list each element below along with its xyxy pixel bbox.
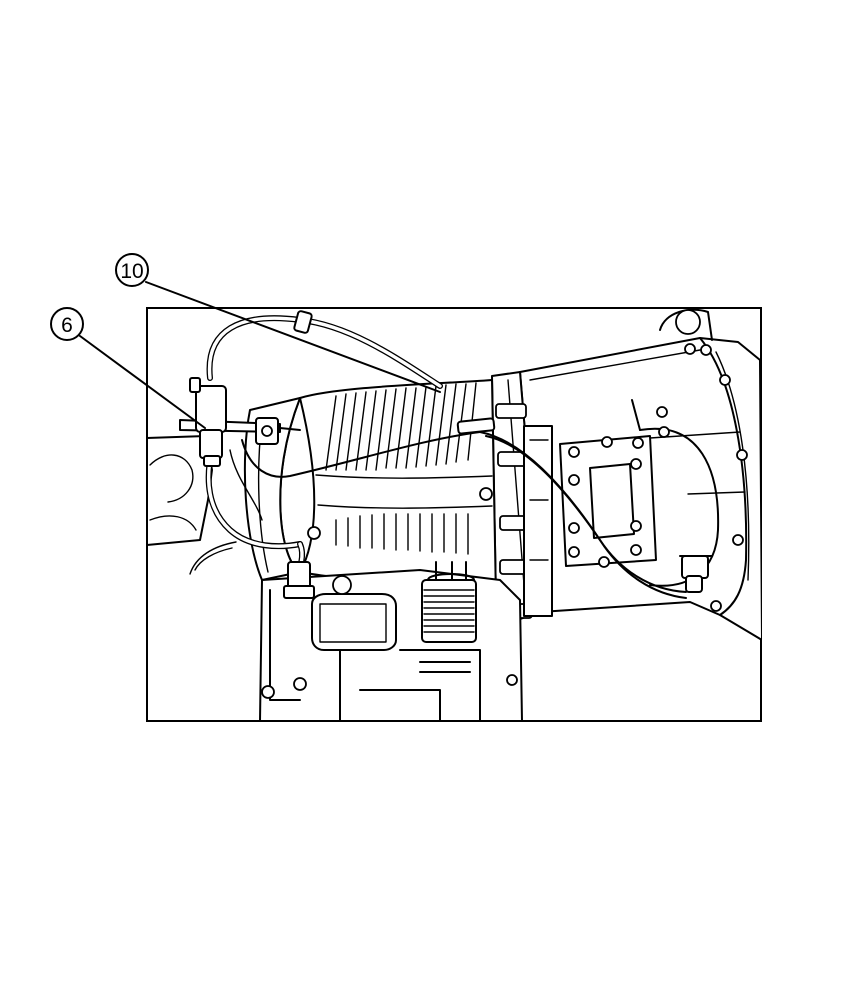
oil-cooler-coil [421, 561, 477, 643]
transmission-case [279, 379, 497, 601]
transmission-assembly [147, 308, 761, 721]
bell-housing-bolts [656, 343, 748, 612]
callout-6: 6 [50, 307, 84, 341]
leader-line-6 [79, 335, 206, 429]
leader-line-10 [145, 281, 441, 393]
vent-fitting [283, 561, 315, 599]
wiring-harness [189, 310, 687, 599]
sensor-connector-bracket [179, 377, 301, 467]
callout-10: 10 [115, 253, 149, 287]
callout-10-label: 10 [120, 260, 143, 283]
callout-6-label: 6 [61, 314, 73, 337]
access-plate [559, 435, 657, 568]
filter-cover [311, 593, 397, 651]
speed-sensor-connector [679, 555, 713, 593]
